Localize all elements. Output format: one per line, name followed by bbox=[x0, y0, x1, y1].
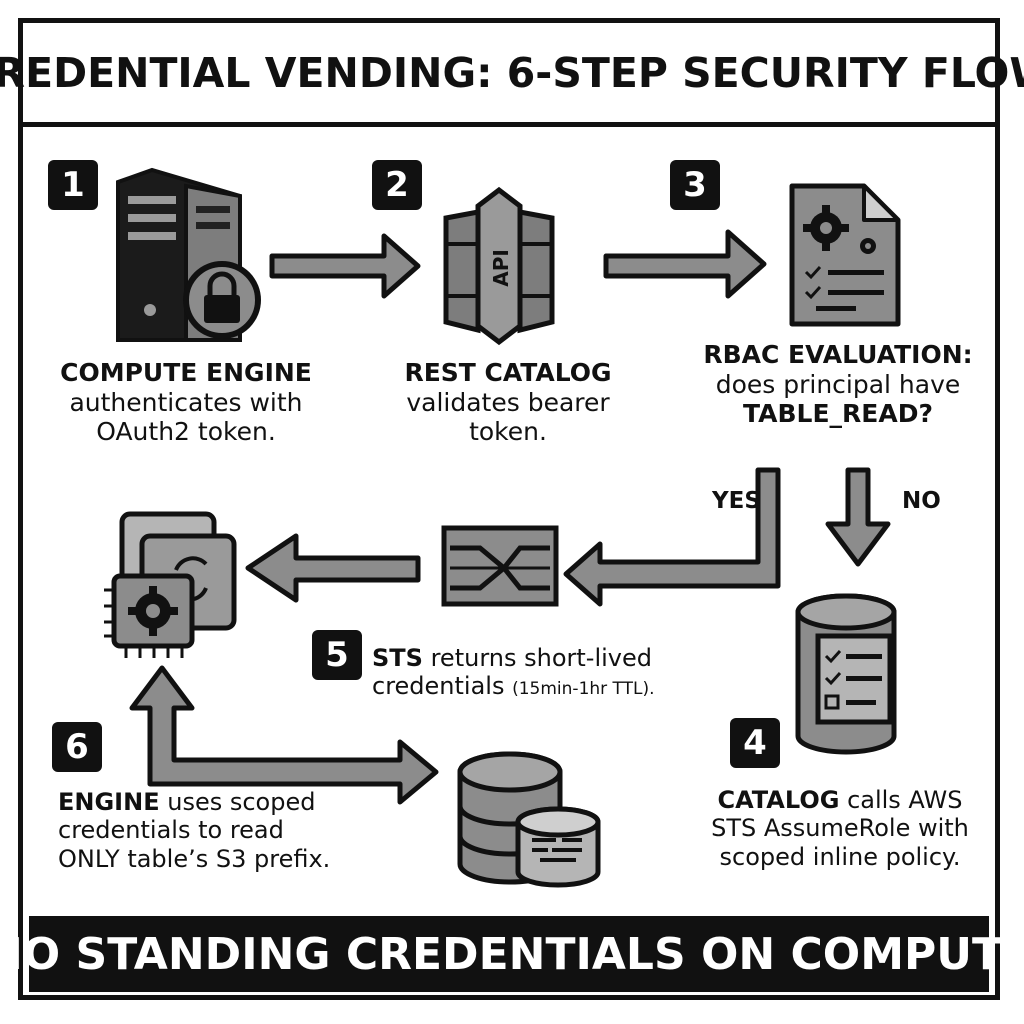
step-5-ttl: (15min-1hr TTL). bbox=[512, 679, 655, 700]
step-2-text: REST CATALOG validates bearer token. bbox=[370, 358, 646, 447]
step-6-heading: ENGINE bbox=[58, 788, 160, 816]
branch-no-label: NO bbox=[902, 488, 941, 514]
step-1-line-2: OAuth2 token. bbox=[96, 417, 276, 446]
arrow-step2-to-step3 bbox=[603, 229, 767, 299]
step-1-line-1: authenticates with bbox=[69, 387, 303, 417]
step-6-line-2: ONLY table’s S3 prefix. bbox=[58, 844, 331, 873]
step-3-line-2: TABLE_READ? bbox=[743, 399, 933, 428]
step-4-line-1: STS AssumeRole with bbox=[711, 814, 969, 843]
footer-banner: NO STANDING CREDENTIALS ON COMPUTE bbox=[0, 916, 1024, 992]
step-3-line-1: does principal have bbox=[715, 369, 961, 399]
step-6-badge: 6 bbox=[52, 722, 102, 772]
diagram-frame: CREDENTIAL VENDING: 6-STEP SECURITY FLOW… bbox=[0, 18, 1024, 1000]
gear-icon bbox=[803, 205, 849, 251]
step-1-heading: COMPUTE ENGINE bbox=[60, 358, 312, 387]
title-bar: CREDENTIAL VENDING: 6-STEP SECURITY FLOW bbox=[0, 23, 1024, 127]
compute-chip-icon bbox=[104, 511, 237, 658]
step-6-line-1: credentials to read bbox=[58, 816, 284, 845]
step-4-badge: 4 bbox=[730, 718, 780, 768]
step-3-heading: RBAC EVALUATION: bbox=[703, 340, 973, 369]
step-6-heading-rest: uses scoped bbox=[167, 788, 316, 816]
s3-storage-icon bbox=[457, 751, 601, 888]
step-2-line-2: token. bbox=[469, 417, 547, 446]
checklist-cylinder-icon bbox=[795, 593, 897, 755]
footer-text: NO STANDING CREDENTIALS ON COMPUTE bbox=[0, 928, 1024, 980]
step-4-text: CATALOG calls AWS STS AssumeRole with sc… bbox=[690, 786, 990, 871]
arrow-step1-to-step2 bbox=[269, 233, 421, 299]
server-lock-icon bbox=[116, 167, 261, 342]
step-3-badge: 3 bbox=[670, 160, 720, 210]
step-1-text: COMPUTE ENGINE authenticates with OAuth2… bbox=[40, 358, 332, 447]
step-5-line-1: credentials bbox=[372, 672, 505, 701]
step-1-badge: 1 bbox=[48, 160, 98, 210]
gear-icon bbox=[128, 586, 178, 636]
step-2-heading: REST CATALOG bbox=[404, 358, 612, 387]
policy-document-icon bbox=[789, 183, 901, 327]
step-2-line-1: validates bearer bbox=[406, 387, 610, 417]
step-5-heading-rest: returns short-lived bbox=[430, 644, 652, 672]
step-4-line-2: scoped inline policy. bbox=[719, 842, 961, 871]
api-label: API bbox=[489, 249, 513, 287]
page-title: CREDENTIAL VENDING: 6-STEP SECURITY FLOW bbox=[0, 48, 1024, 97]
step-4-heading: CATALOG bbox=[717, 786, 840, 814]
step-5-badge: 5 bbox=[312, 630, 362, 680]
step-6-text: ENGINE uses scoped credentials to read O… bbox=[58, 788, 330, 873]
sts-token-icon bbox=[441, 525, 559, 607]
arrow-step5-to-chip bbox=[245, 533, 421, 603]
arrow-no-branch bbox=[825, 467, 891, 567]
branch-yes-label: YES bbox=[712, 488, 761, 514]
api-gateway-icon: API bbox=[443, 186, 555, 346]
step-2-badge: 2 bbox=[372, 160, 422, 210]
step-4-heading-rest: calls AWS bbox=[847, 786, 963, 814]
step-3-text: RBAC EVALUATION: does principal have TAB… bbox=[688, 340, 988, 429]
arrow-step6-up-and-right bbox=[129, 665, 439, 805]
step-5-text: STS returns short-lived credentials (15m… bbox=[372, 644, 655, 701]
arrow-yes-branch bbox=[563, 467, 781, 607]
step-5-heading: STS bbox=[372, 644, 423, 672]
